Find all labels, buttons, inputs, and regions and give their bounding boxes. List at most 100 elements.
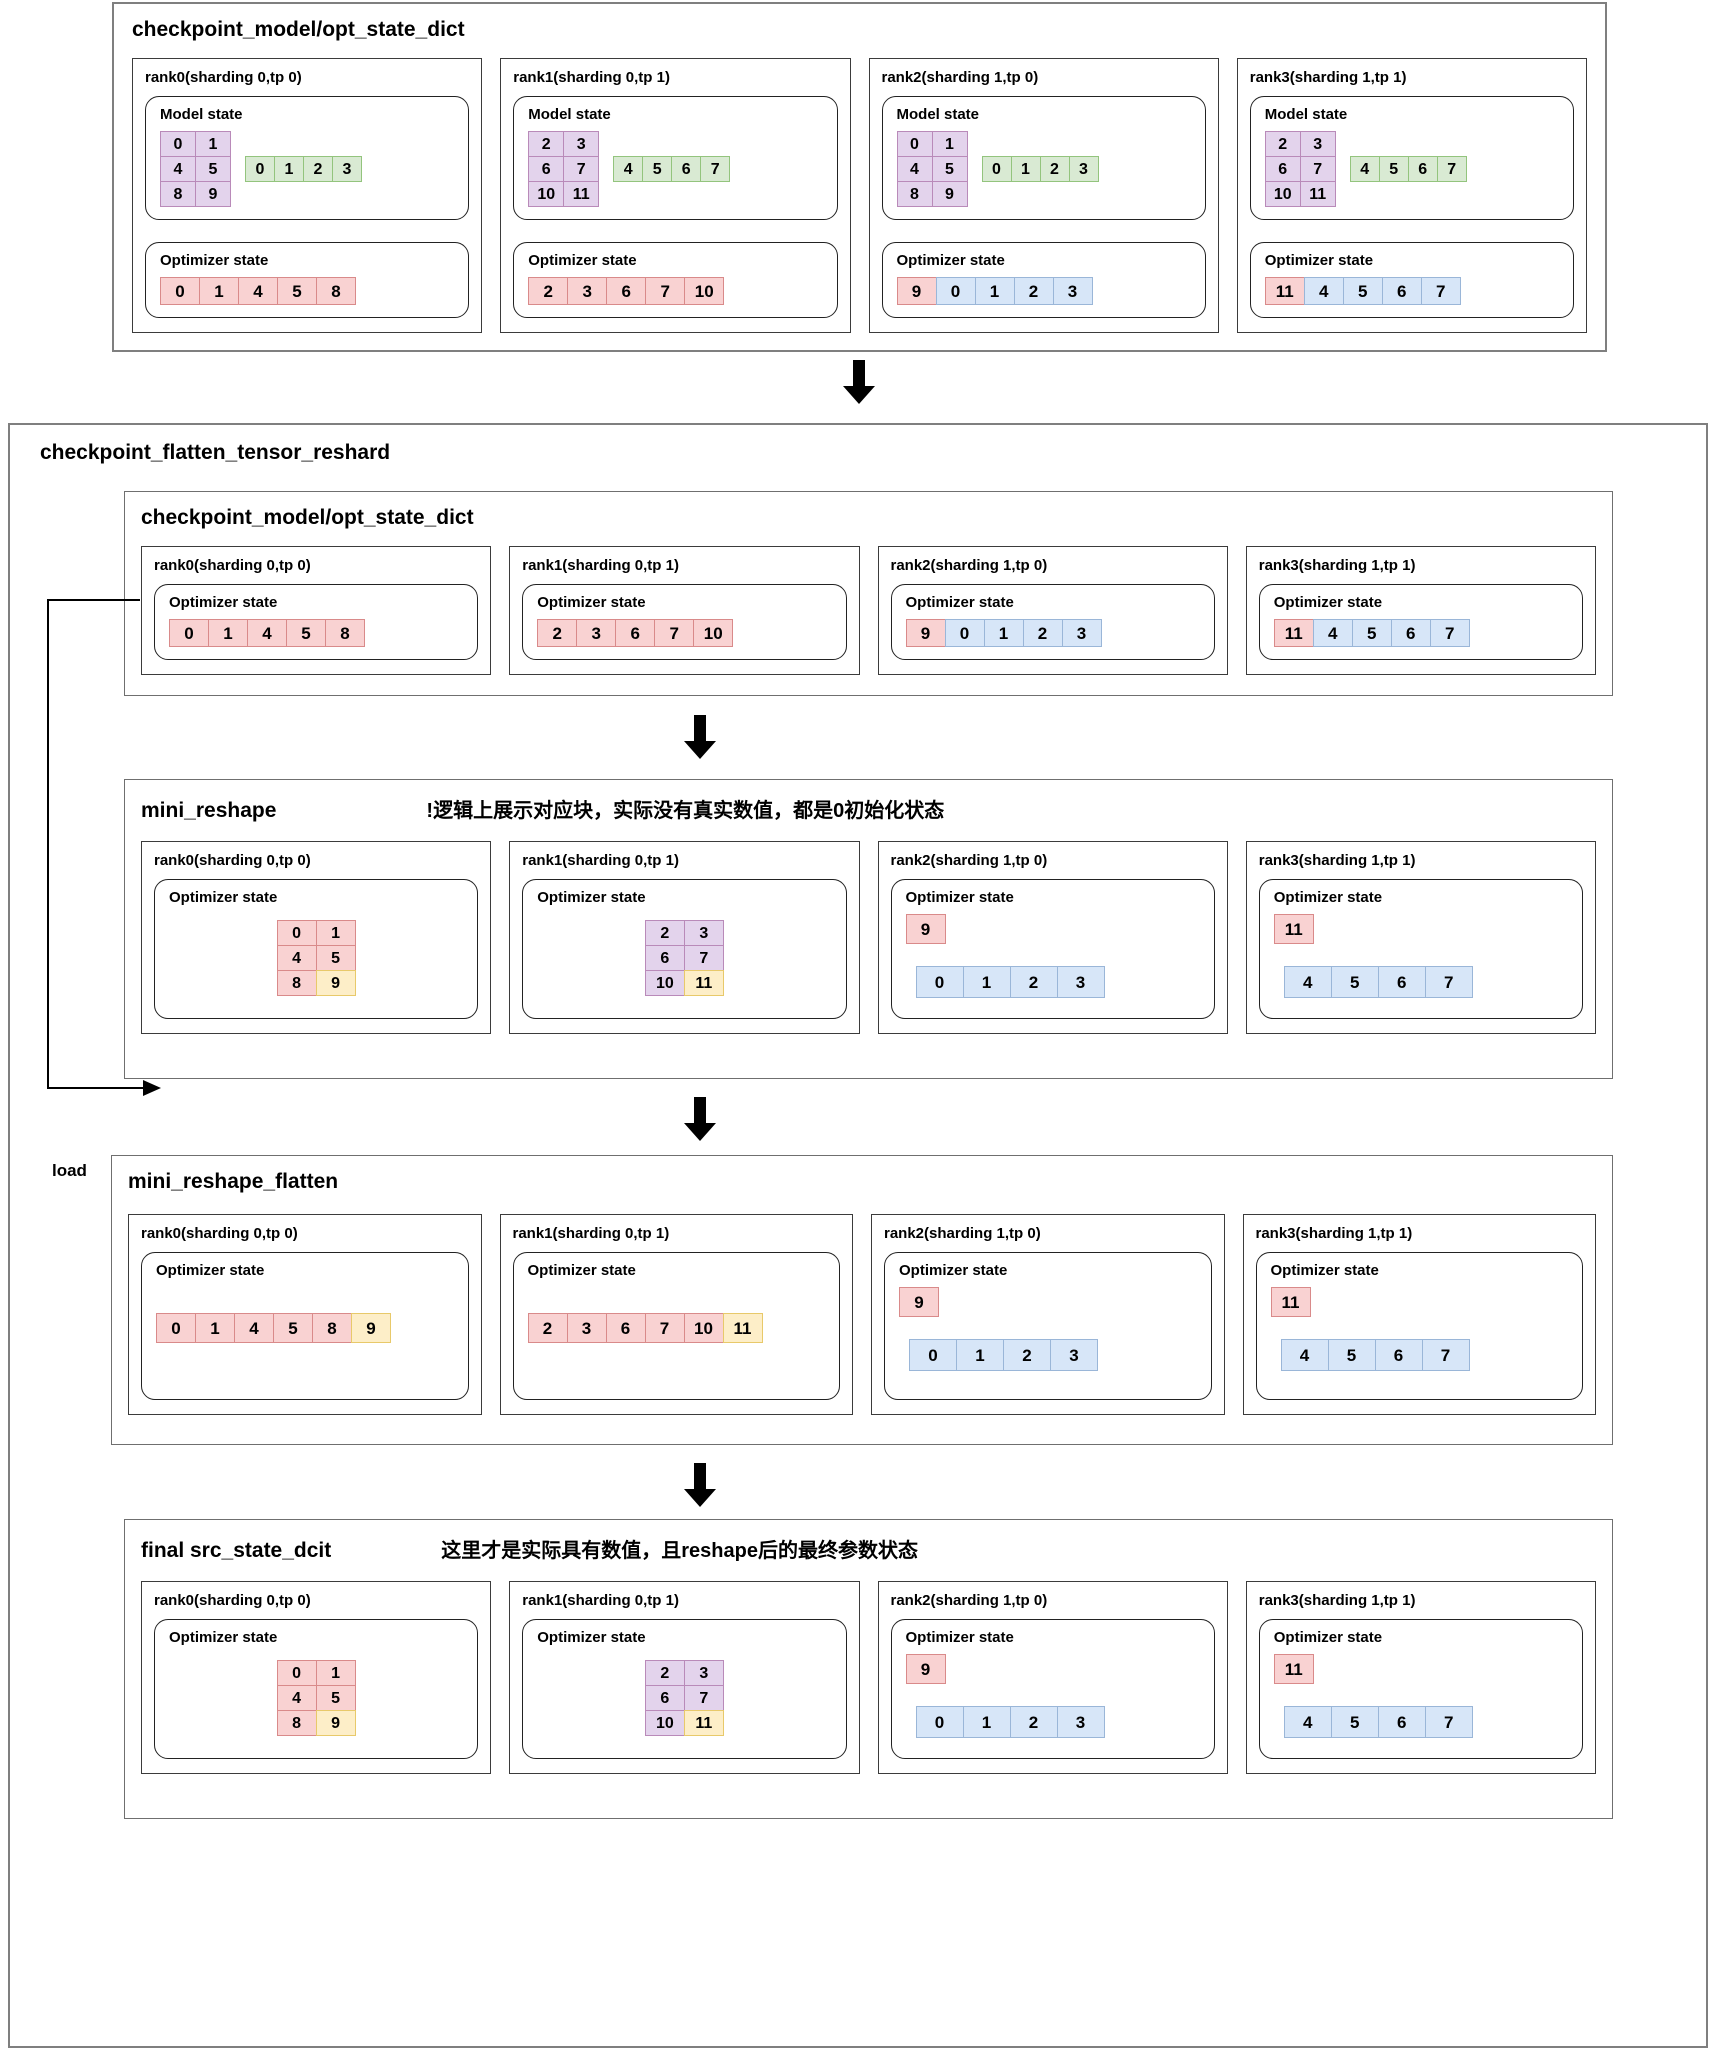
value-cell: 6 [644,1685,685,1711]
state-card-title: Optimizer state [169,889,278,906]
value-cell: 2 [1039,156,1070,182]
value-cell: 9 [931,181,968,207]
state-card-title: Optimizer state [899,1262,1008,1279]
value-cell: 8 [316,277,356,305]
value-cell: 5 [1330,966,1379,998]
value-cell: 1 [962,1706,1011,1738]
value-cell: 0 [160,277,200,305]
value-cell: 4 [234,1313,274,1343]
value-cell: 7 [683,1685,724,1711]
value-cell: 4 [238,277,278,305]
value-cell: 9 [899,1287,939,1317]
value-cell: 5 [1327,1339,1376,1371]
value-cell: 6 [644,945,685,971]
value-cell: 2 [1022,619,1063,647]
value-cell: 2 [1264,131,1301,157]
value-cell: 10 [684,277,725,305]
value-cell: 8 [325,619,365,647]
state-card-title: Optimizer state [1273,889,1383,906]
value-cell: 5 [1342,277,1383,305]
value-cell: 6 [605,1313,646,1343]
value-cell: 3 [1056,1706,1105,1738]
stage2-note: !逻辑上展示对应块，实际没有真实数值，都是0初始化状态 [426,800,945,822]
value-cell: 0 [915,1706,964,1738]
value-cell: 7 [1424,966,1473,998]
state-card-title: Optimizer state [1270,1262,1379,1279]
rank-label: rank0(sharding 0,tp 0) [154,557,311,574]
value-cell: 6 [1377,1706,1426,1738]
value-cell: 2 [1013,277,1054,305]
state-card-title: Optimizer state [537,1629,646,1646]
value-cell: 7 [1436,156,1467,182]
value-cell: 10 [528,181,565,207]
value-cell: 8 [160,181,196,207]
value-cell: 7 [644,1313,685,1343]
state-card-title: Optimizer state [169,1629,278,1646]
single-value-holder: 9 [905,1654,1200,1684]
rank-label: rank2(sharding 1,tp 0) [890,557,1048,574]
value-cell: 5 [315,945,356,971]
state-card-title: Optimizer state [537,594,646,611]
rank-label: rank2(sharding 1,tp 0) [890,852,1048,869]
value-cell: 1 [1010,156,1041,182]
value-cell: 9 [315,970,356,996]
value-cell: 2 [1009,966,1058,998]
value-cell: 4 [1280,1339,1329,1371]
value-cell: 0 [156,1313,196,1343]
value-cell: 9 [315,1710,356,1736]
value-cell: 11 [1264,277,1305,305]
value-cell: 6 [606,277,647,305]
value-cell: 1 [274,156,304,182]
state-card-title: Optimizer state [905,1629,1014,1646]
state-card-title: Model state [1264,106,1348,123]
value-cell: 1 [962,966,1011,998]
value-cell: 9 [896,277,937,305]
value-cell: 7 [645,277,686,305]
value-cell: 4 [276,1685,317,1711]
value-cell: 1 [983,619,1024,647]
state-card-title: Optimizer state [905,594,1014,611]
value-cell: 2 [528,277,569,305]
rank-label: rank1(sharding 0,tp 1) [522,852,679,869]
rank-label: rank1(sharding 0,tp 1) [512,1225,670,1242]
rank-label: rank1(sharding 0,tp 1) [522,1592,679,1609]
value-cell: 5 [1330,1706,1379,1738]
value-cell: 1 [199,277,239,305]
